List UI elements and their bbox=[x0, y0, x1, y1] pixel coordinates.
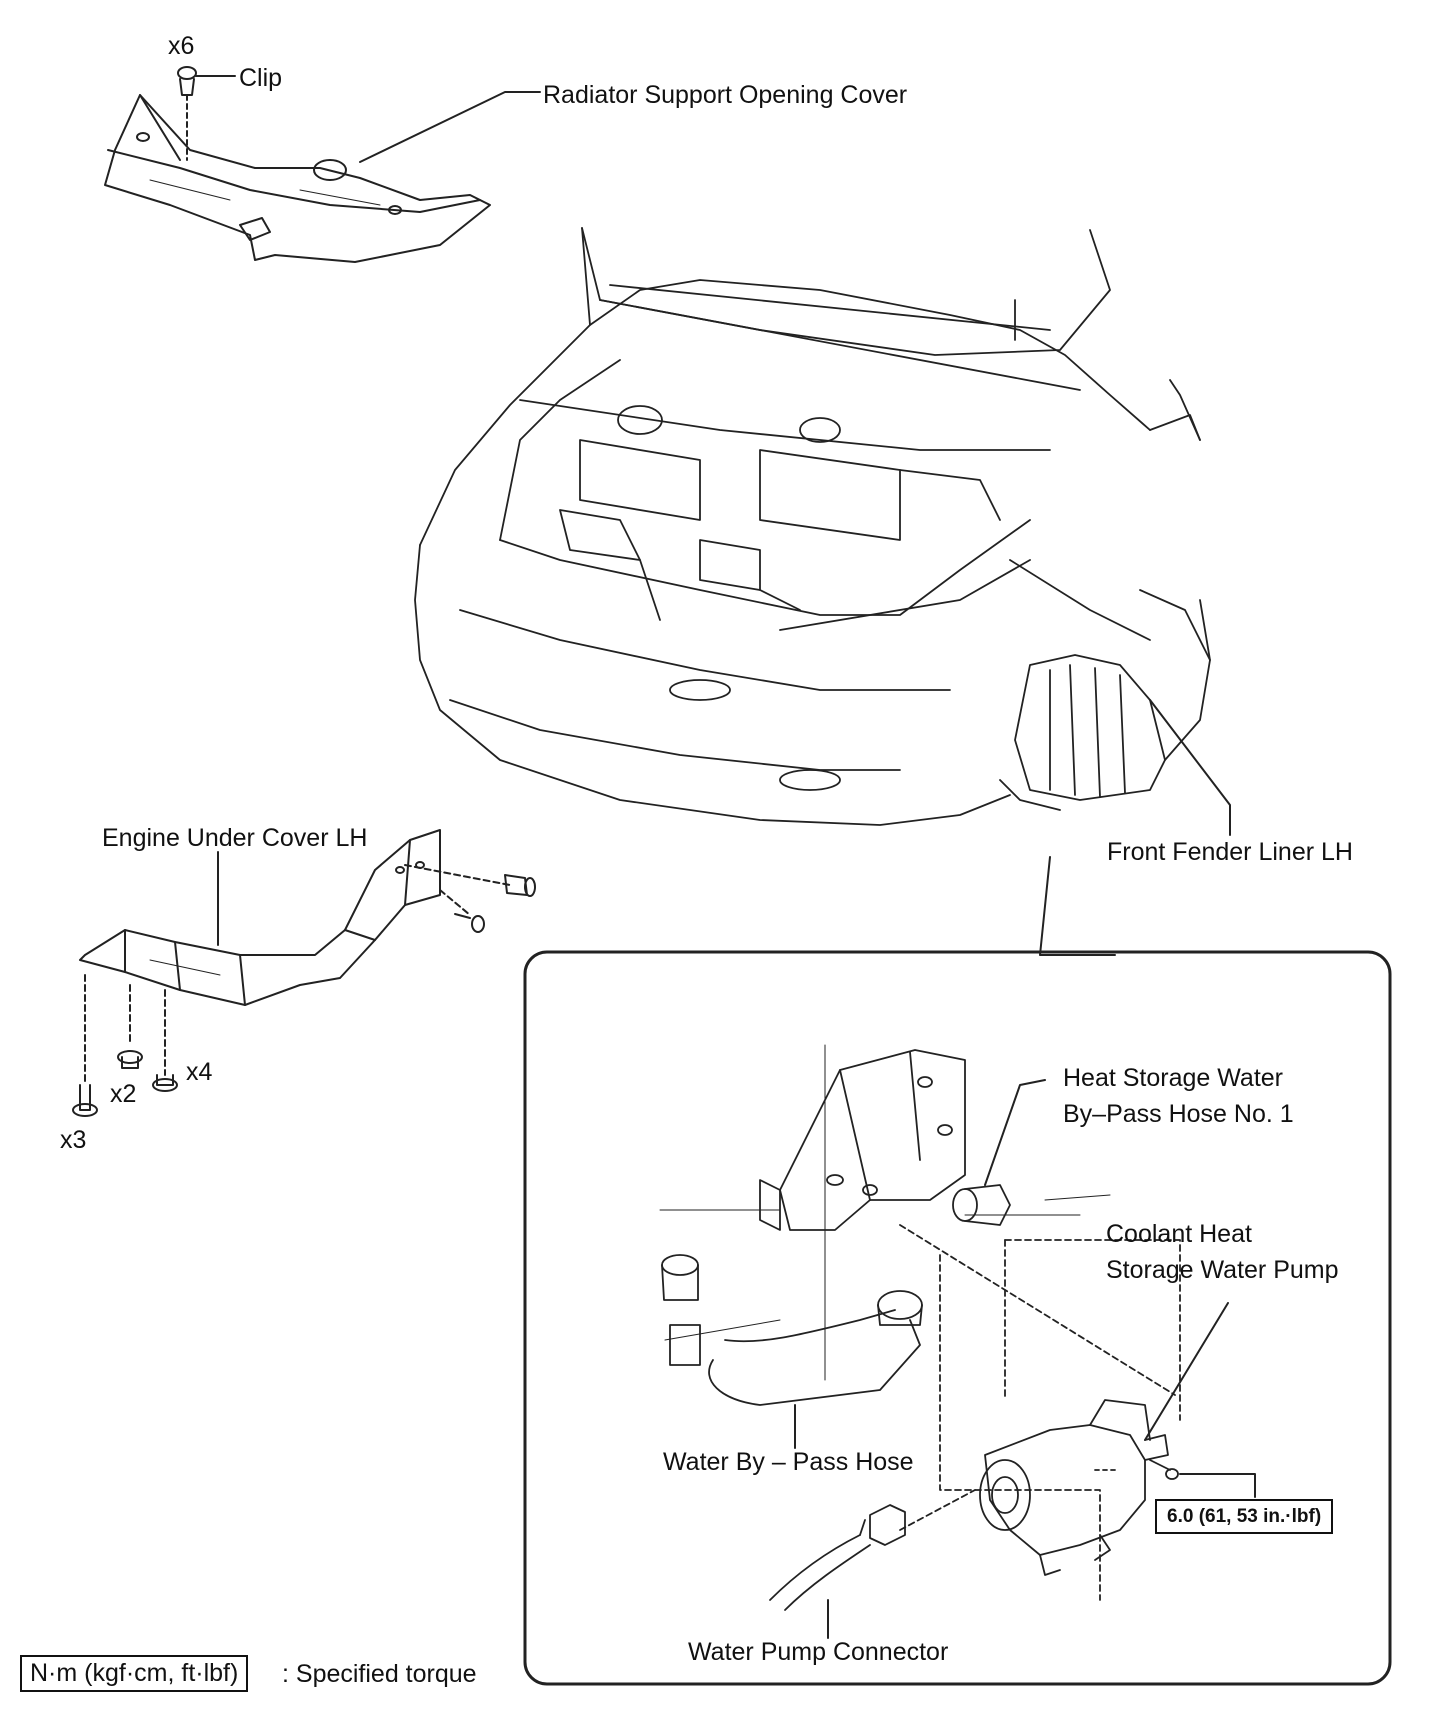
bolt-quantity-x3-label: x3 bbox=[60, 1126, 87, 1154]
radiator-support-opening-cover-label: Radiator Support Opening Cover bbox=[543, 81, 908, 109]
coolant-pump-label-line2: Storage Water Pump bbox=[1106, 1256, 1339, 1284]
vehicle-front-outline bbox=[414, 227, 1211, 826]
water-pump-connector-label: Water Pump Connector bbox=[688, 1638, 949, 1666]
fender-liner-leader bbox=[1149, 699, 1231, 836]
coolant-pump-leader bbox=[1144, 1302, 1229, 1441]
heat-storage-hose-label-line1: Heat Storage Water bbox=[1063, 1064, 1284, 1092]
torque-unit-legend-box: N·m (kgf·cm, ft·lbf) bbox=[20, 1655, 249, 1692]
radiator-support-opening-cover-part bbox=[104, 94, 491, 263]
coolant-pump-label-line1: Coolant Heat bbox=[1106, 1220, 1252, 1248]
clip-label: Clip bbox=[239, 64, 283, 92]
radiator-cover-leader bbox=[359, 91, 541, 163]
callout-pointer bbox=[1039, 856, 1116, 956]
engine-under-cover-label: Engine Under Cover LH bbox=[102, 824, 368, 852]
clip-quantity-label: x6 bbox=[168, 32, 195, 60]
front-fender-liner-label: Front Fender Liner LH bbox=[1107, 838, 1353, 866]
bolt-quantity-x2-label: x2 bbox=[110, 1080, 137, 1108]
heat-storage-hose-leader bbox=[984, 1079, 1046, 1186]
detail-components bbox=[659, 1044, 1181, 1611]
engine-under-cover-part bbox=[79, 829, 441, 1006]
heat-storage-hose-label-line2: By–Pass Hose No. 1 bbox=[1063, 1100, 1294, 1128]
torque-leader bbox=[1179, 1473, 1256, 1498]
torque-legend-text: : Specified torque bbox=[282, 1660, 477, 1688]
torque-spec-box: 6.0 (61, 53 in.·lbf) bbox=[1155, 1499, 1334, 1534]
bolt-quantity-x4-label: x4 bbox=[186, 1058, 213, 1086]
water-bypass-hose-label: Water By – Pass Hose bbox=[663, 1448, 914, 1476]
engine-cover-fasteners bbox=[72, 864, 536, 1117]
detail-callout-frame bbox=[523, 950, 1392, 1686]
clip-part bbox=[177, 66, 236, 161]
